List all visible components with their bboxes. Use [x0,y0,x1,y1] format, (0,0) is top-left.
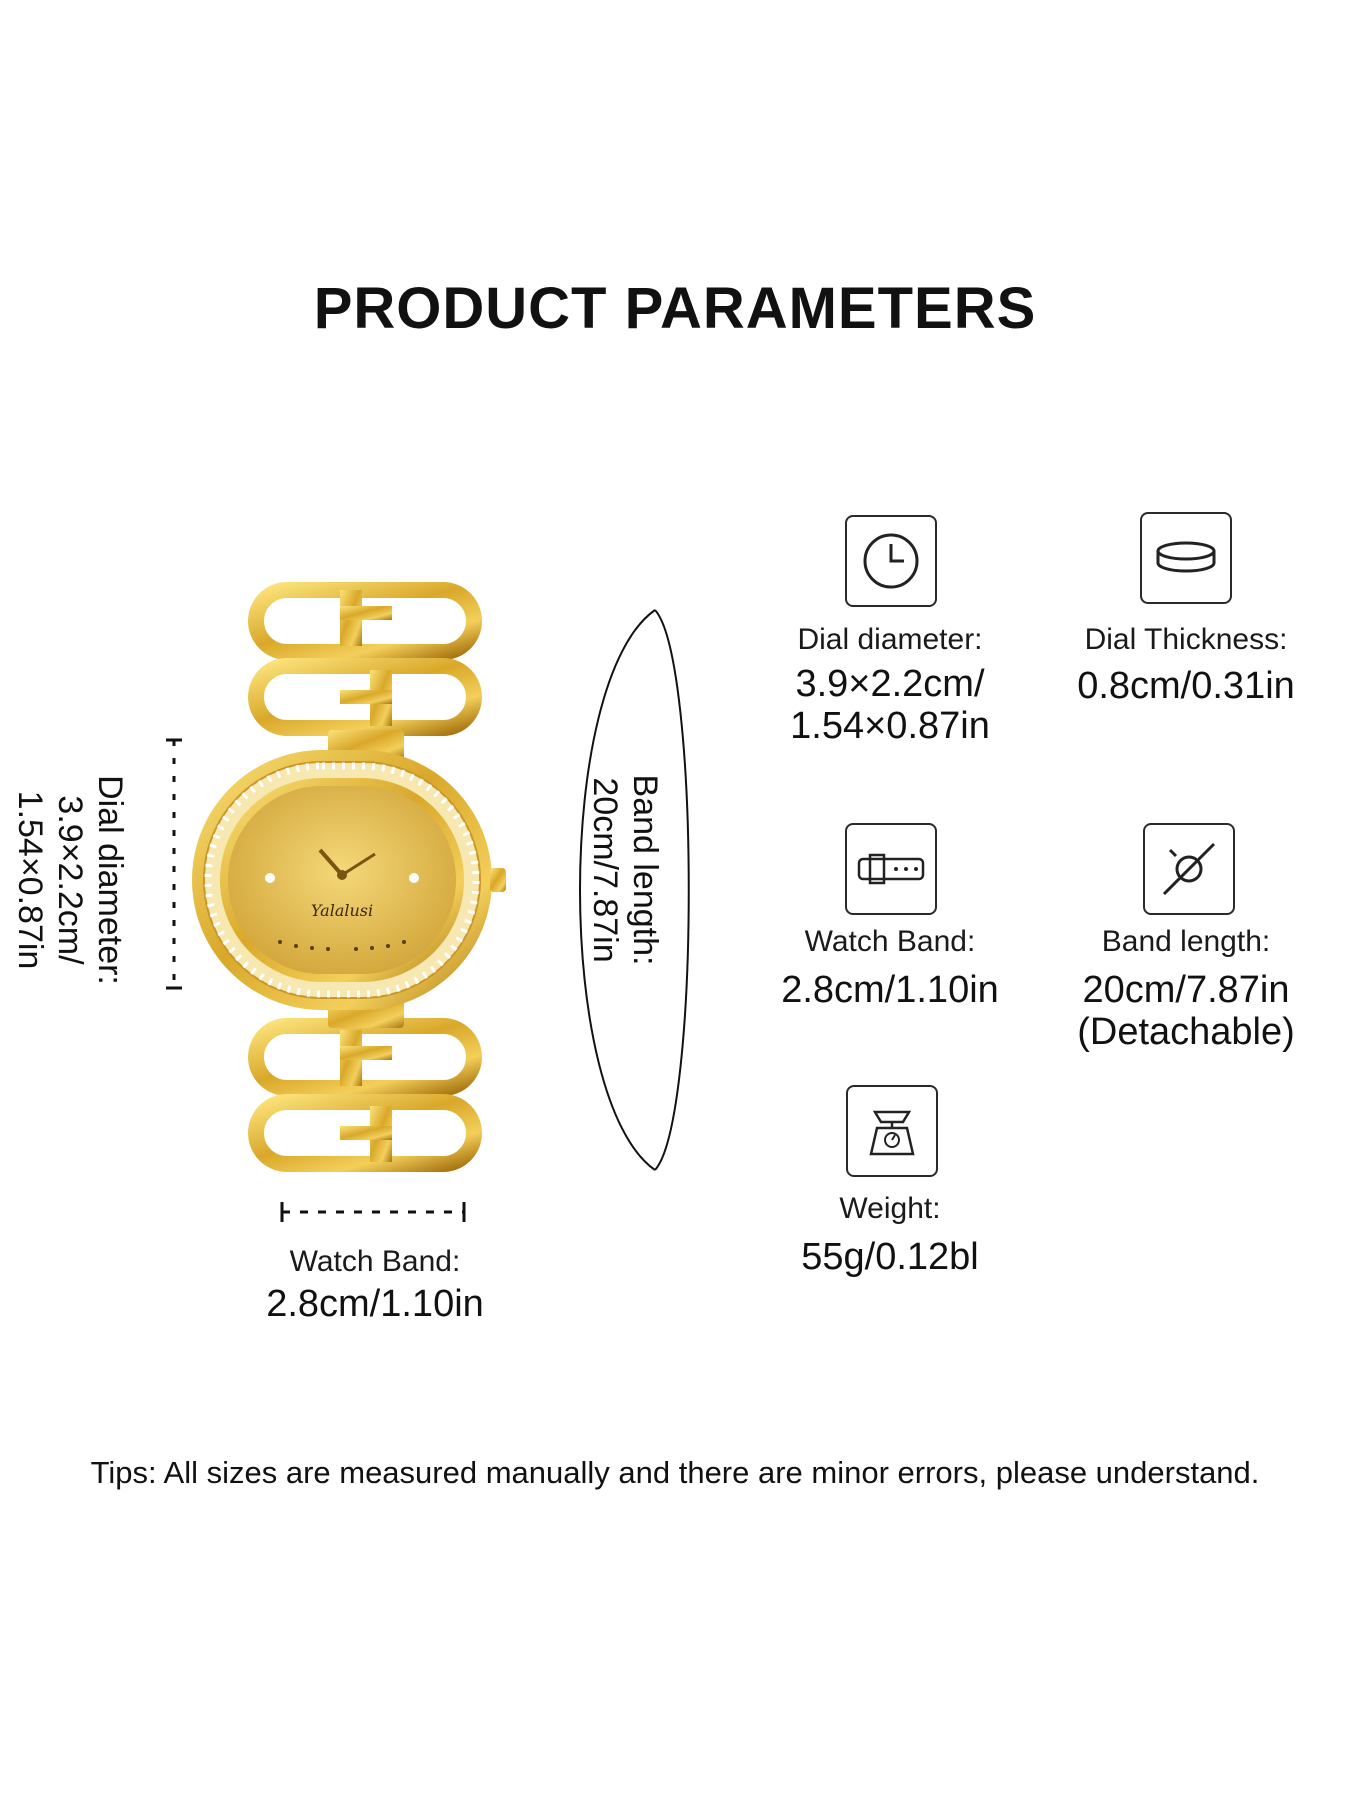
spec-label: Weight: [839,1192,941,1225]
spec-label: Dial diameter: [797,623,983,656]
spec-value: 1.54×0.87in [790,705,990,747]
spec-label: Dial Thickness: [1084,623,1288,656]
spec-value: 55g/0.12bl [801,1236,979,1278]
dial-label: Dial diameter: [91,775,129,985]
spec-weight: Weight: 55g/0.12bl [740,1192,1040,1278]
spec-value: 20cm/7.87in [1082,969,1290,1011]
band-link [248,582,482,1172]
spec-value: 0.8cm/0.31in [1077,665,1295,707]
spec-label: Watch Band: [804,925,976,958]
band-length-value: 20cm/7.87in [586,777,624,963]
band-width-label: Watch Band: [289,1245,461,1278]
spec-band-length: Band length: 20cm/7.87in (Detachable) [1036,925,1336,1053]
watch-band-icon [845,823,937,915]
spec-value: 3.9×2.2cm/ [795,663,985,705]
band-length-label: Band length: [626,774,664,966]
dial-value-1: 3.9×2.2cm/ [51,795,89,965]
band-length-vertical: Band length: 20cm/7.87in [585,750,665,990]
band-width-value: 2.8cm/1.10in [266,1283,484,1325]
spec-label: Band length: [1101,925,1271,958]
clock-icon [845,515,937,607]
spec-value: 2.8cm/1.10in [781,969,999,1011]
band-width-caption: Watch Band: 2.8cm/1.10in [230,1245,520,1325]
spec-watch-band: Watch Band: 2.8cm/1.10in [740,925,1040,1011]
band-length-icon [1143,823,1235,915]
dial-thickness-icon [1140,512,1232,604]
dial-value-2: 1.54×0.87in [11,790,49,970]
dial-dimension-line [166,738,182,990]
spec-dial-thickness: Dial Thickness: 0.8cm/0.31in [1036,623,1336,707]
spec-value: (Detachable) [1077,1011,1295,1053]
dial-diameter-vertical: Dial diameter: 3.9×2.2cm/ 1.54×0.87in [10,750,130,1010]
tips-text: Tips: All sizes are measured manually an… [90,1455,1260,1490]
band-width-dimension-line [280,1202,466,1222]
band-length-ellipse [579,609,690,1171]
scale-icon [846,1085,938,1177]
page-title: PRODUCT PARAMETERS [313,276,1037,341]
watch-image: Yalalusi [192,582,506,1172]
brand-text: Yalalusi [311,901,373,920]
spec-dial-diameter: Dial diameter: 3.9×2.2cm/ 1.54×0.87in [740,623,1040,747]
